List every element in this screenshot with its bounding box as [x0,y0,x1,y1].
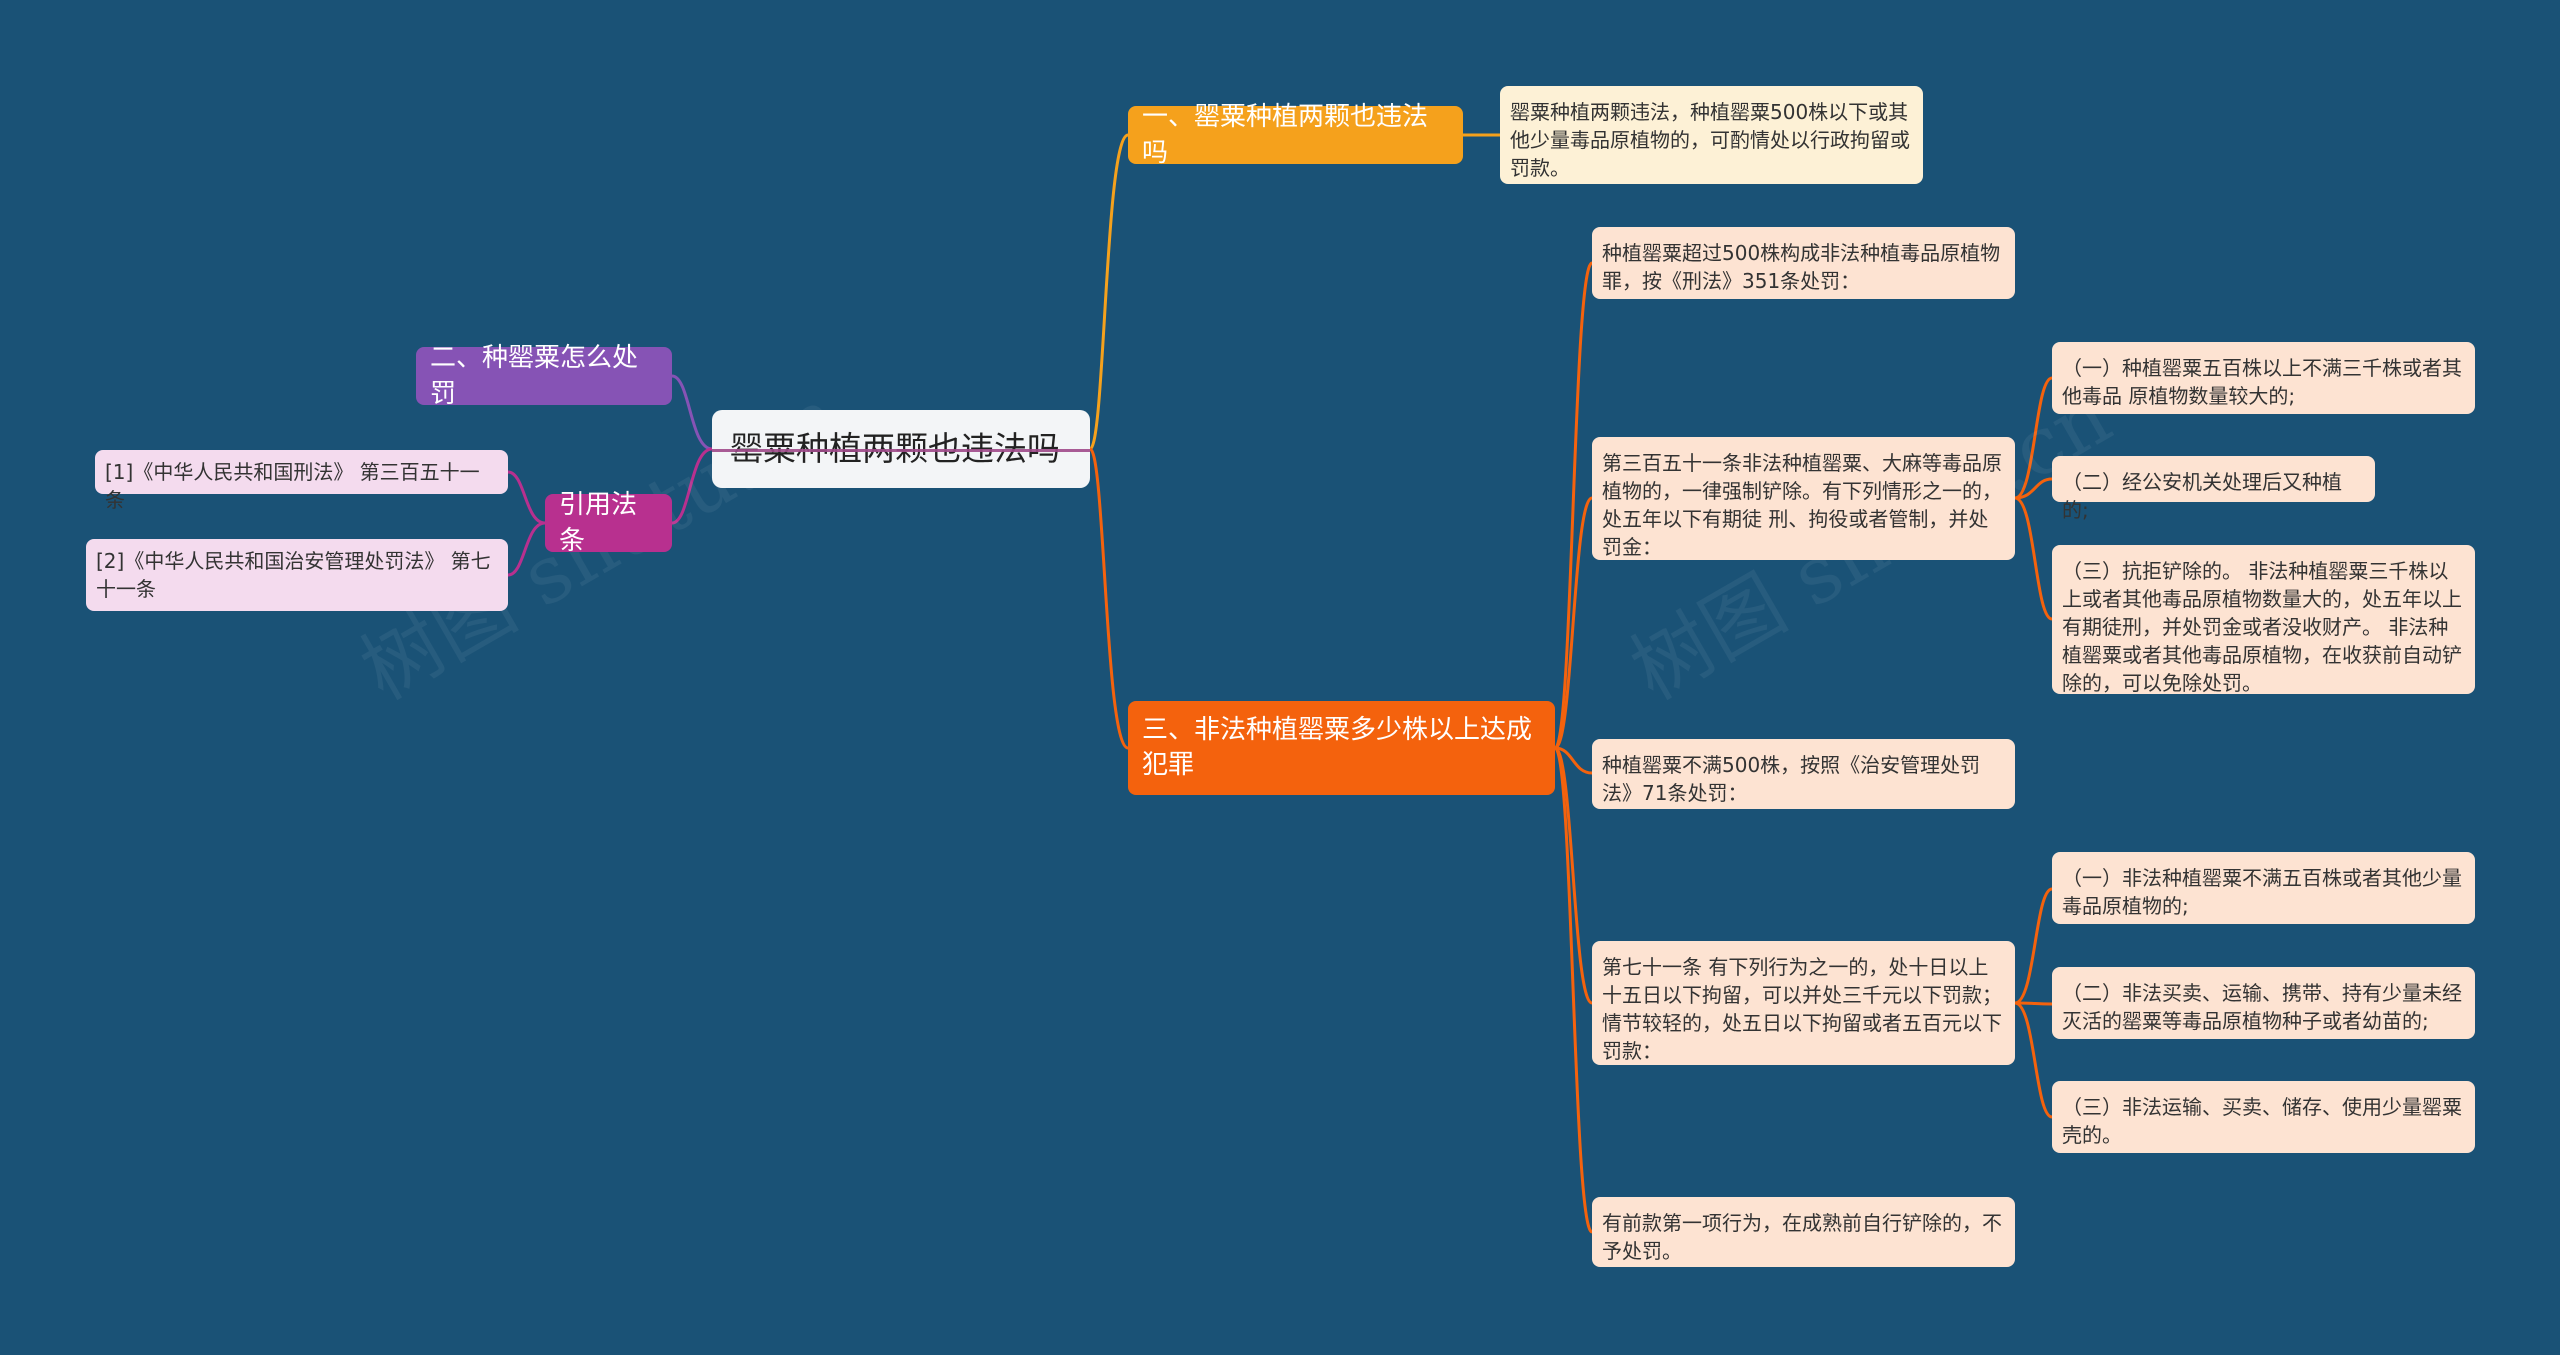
branch-3-item[interactable]: 第七十一条 有下列行为之一的，处十日以上十五日以下拘留，可以并处三千元以下罚款；… [1592,941,2015,1065]
citation-item[interactable]: [2]《中华人民共和国治安管理处罚法》 第七十一条 [86,539,508,611]
article-71-subitem[interactable]: （一）非法种植罂粟不满五百株或者其他少量毒品原植物的; [2052,852,2475,924]
branch-3-node[interactable]: 三、非法种植罂粟多少株以上达成犯罪 [1128,701,1555,795]
branch-3-item[interactable]: 有前款第一项行为，在成熟前自行铲除的，不予处罚。 [1592,1197,2015,1267]
citation-item[interactable]: [1]《中华人民共和国刑法》 第三百五十一条 [95,450,508,512]
branch-1-node[interactable]: 一、罂粟种植两颗也违法吗 [1128,102,1463,168]
branch-3-item[interactable]: 第三百五十一条非法种植罂粟、大麻等毒品原植物的，一律强制铲除。有下列情形之一的，… [1592,437,2015,560]
root-node[interactable]: 罂粟种植两颗也违法吗 [712,410,1090,488]
branch-3-item[interactable]: 种植罂粟不满500株，按照《治安管理处罚法》71条处罚： [1592,739,2015,809]
article-71-subitem[interactable]: （二）非法买卖、运输、携带、持有少量未经灭活的罂粟等毒品原植物种子或者幼苗的; [2052,967,2475,1039]
citations-node[interactable]: 引用法条 [545,490,672,556]
branch-2-node[interactable]: 二、种罂粟怎么处罚 [416,343,672,409]
branch-1-detail[interactable]: 罂粟种植两颗违法，种植罂粟500株以下或其他少量毒品原植物的，可酌情处以行政拘留… [1500,86,1923,184]
article-71-subitem[interactable]: （三）非法运输、买卖、储存、使用少量罂粟壳的。 [2052,1081,2475,1153]
branch-3-item[interactable]: 种植罂粟超过500株构成非法种植毒品原植物罪，按《刑法》351条处罚： [1592,227,2015,299]
article-351-subitem[interactable]: （一）种植罂粟五百株以上不满三千株或者其他毒品 原植物数量较大的; [2052,342,2475,414]
article-351-subitem[interactable]: （三）抗拒铲除的。 非法种植罂粟三千株以上或者其他毒品原植物数量大的，处五年以上… [2052,545,2475,695]
article-351-subitem[interactable]: （二）经公安机关处理后又种植的; [2052,456,2375,522]
